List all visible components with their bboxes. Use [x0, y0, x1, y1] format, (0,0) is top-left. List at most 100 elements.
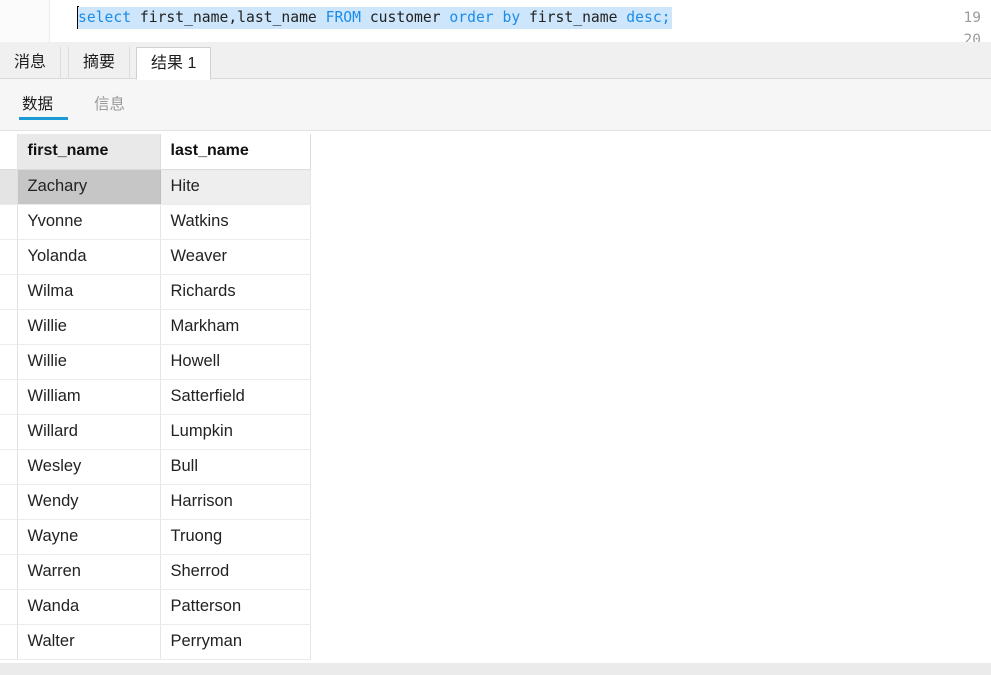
table-row[interactable]: Wanda Patterson	[0, 589, 311, 625]
line-number-18: 18	[941, 0, 981, 7]
table-cell-last_name[interactable]: Watkins	[160, 204, 311, 240]
table-cell-last_name[interactable]: Patterson	[160, 589, 311, 625]
table-row[interactable]: William Satterfield	[0, 379, 311, 415]
table-row[interactable]: Yvonne Watkins	[0, 204, 311, 240]
cell-text: Bull	[170, 457, 199, 475]
cell-text: Sherrod	[170, 562, 230, 580]
cell-text: Truong	[170, 527, 223, 545]
tab-messages[interactable]: 消息	[0, 47, 62, 79]
line-number-19: 19	[963, 10, 981, 26]
row-header-corner	[0, 134, 18, 170]
cell-text: Wesley	[27, 457, 82, 475]
cell-text: Yvonne	[27, 212, 83, 230]
table-cell-last_name[interactable]: Harrison	[160, 484, 311, 520]
table-row[interactable]: Warren Sherrod	[0, 554, 311, 590]
column-header-first-name[interactable]: first_name	[17, 134, 161, 170]
cell-text: Wayne	[27, 527, 79, 545]
table-cell-first_name[interactable]: Warren	[17, 554, 161, 590]
table-cell-last_name[interactable]: Hite	[160, 169, 311, 205]
row-header-cell[interactable]	[0, 624, 18, 660]
table-cell-last_name[interactable]: Satterfield	[160, 379, 311, 415]
row-header-cell[interactable]	[0, 519, 18, 555]
result-sub-tab-bar: 数据 信息	[0, 79, 991, 131]
subtab-info[interactable]: 信息	[94, 96, 126, 113]
table-cell-first_name[interactable]: Willard	[17, 414, 161, 450]
row-header-cell[interactable]	[0, 344, 18, 380]
table-row[interactable]: Wayne Truong	[0, 519, 311, 555]
table-cell-last_name[interactable]: Markham	[160, 309, 311, 345]
tab-result-1[interactable]: 结果 1	[136, 47, 212, 80]
table-cell-last_name[interactable]: Weaver	[160, 239, 311, 275]
cell-text: Lumpkin	[170, 422, 233, 440]
row-header-cell[interactable]	[0, 589, 18, 625]
cell-text: Yolanda	[27, 247, 87, 265]
cell-text: Patterson	[170, 597, 242, 615]
table-cell-first_name[interactable]: Wendy	[17, 484, 161, 520]
cell-text: Wilma	[27, 282, 74, 300]
row-header-cell[interactable]	[0, 169, 18, 205]
table-cell-first_name[interactable]: Wanda	[17, 589, 161, 625]
editor-line-number-gutter	[0, 0, 50, 42]
table-row[interactable]: Wilma Richards	[0, 274, 311, 310]
cell-text: Markham	[170, 317, 240, 335]
sql-statement-line[interactable]: select first_name,last_name FROM custome…	[78, 7, 672, 29]
table-row[interactable]: Willard Lumpkin	[0, 414, 311, 450]
table-header-row: first_name last_name	[0, 134, 311, 170]
cell-text: Satterfield	[170, 387, 245, 405]
row-header-cell[interactable]	[0, 414, 18, 450]
table-cell-last_name[interactable]: Perryman	[160, 624, 311, 660]
table-cell-last_name[interactable]: Sherrod	[160, 554, 311, 590]
cell-text: Richards	[170, 282, 236, 300]
row-header-cell[interactable]	[0, 309, 18, 345]
table-cell-last_name[interactable]: Richards	[160, 274, 311, 310]
row-header-cell[interactable]	[0, 204, 18, 240]
cell-text: Willard	[27, 422, 78, 440]
table-cell-first_name[interactable]: Walter	[17, 624, 161, 660]
table-cell-first_name[interactable]: William	[17, 379, 161, 415]
subtab-data[interactable]: 数据	[22, 96, 54, 113]
table-row[interactable]: Yolanda Weaver	[0, 239, 311, 275]
table-row[interactable]: Willie Markham	[0, 309, 311, 345]
cell-text: Howell	[170, 352, 221, 370]
table-cell-first_name[interactable]: Wesley	[17, 449, 161, 485]
table-row[interactable]: Willie Howell	[0, 344, 311, 380]
table-cell-last_name[interactable]: Lumpkin	[160, 414, 311, 450]
row-header-cell[interactable]	[0, 239, 18, 275]
cell-text: Warren	[27, 562, 81, 580]
cell-text: Hite	[170, 177, 200, 195]
sql-editor[interactable]: 18 19 20 select first_name,last_name FRO…	[0, 0, 991, 42]
tab-summary[interactable]: 摘要	[68, 47, 131, 79]
table-cell-last_name[interactable]: Truong	[160, 519, 311, 555]
cell-text: Harrison	[170, 492, 233, 510]
cell-text: Zachary	[27, 177, 88, 195]
row-header-cell[interactable]	[0, 379, 18, 415]
table-cell-first_name[interactable]: Yvonne	[17, 204, 161, 240]
table-cell-last_name[interactable]: Howell	[160, 344, 311, 380]
line-number-20: 20	[963, 32, 981, 42]
table-cell-last_name[interactable]: Bull	[160, 449, 311, 485]
table-cell-first_name[interactable]: Willie	[17, 344, 161, 380]
row-header-cell[interactable]	[0, 274, 18, 310]
row-header-cell[interactable]	[0, 554, 18, 590]
cell-text: Wendy	[27, 492, 79, 510]
row-header-cell[interactable]	[0, 484, 18, 520]
table-row[interactable]: Wendy Harrison	[0, 484, 311, 520]
table-cell-first_name[interactable]: Wilma	[17, 274, 161, 310]
cell-text: Willie	[27, 352, 67, 370]
table-row[interactable]: Zachary Hite	[0, 169, 311, 205]
cell-text: Watkins	[170, 212, 229, 230]
table-cell-first_name[interactable]: Yolanda	[17, 239, 161, 275]
table-cell-first_name[interactable]: Zachary	[17, 169, 161, 205]
column-header-last-name[interactable]: last_name	[160, 134, 311, 170]
subtab-active-underline	[19, 117, 68, 120]
table-cell-first_name[interactable]: Willie	[17, 309, 161, 345]
column-header-label: last_name	[170, 142, 249, 160]
row-header-cell[interactable]	[0, 449, 18, 485]
table-row[interactable]: Wesley Bull	[0, 449, 311, 485]
table-cell-first_name[interactable]: Wayne	[17, 519, 161, 555]
column-header-label: first_name	[27, 142, 109, 160]
